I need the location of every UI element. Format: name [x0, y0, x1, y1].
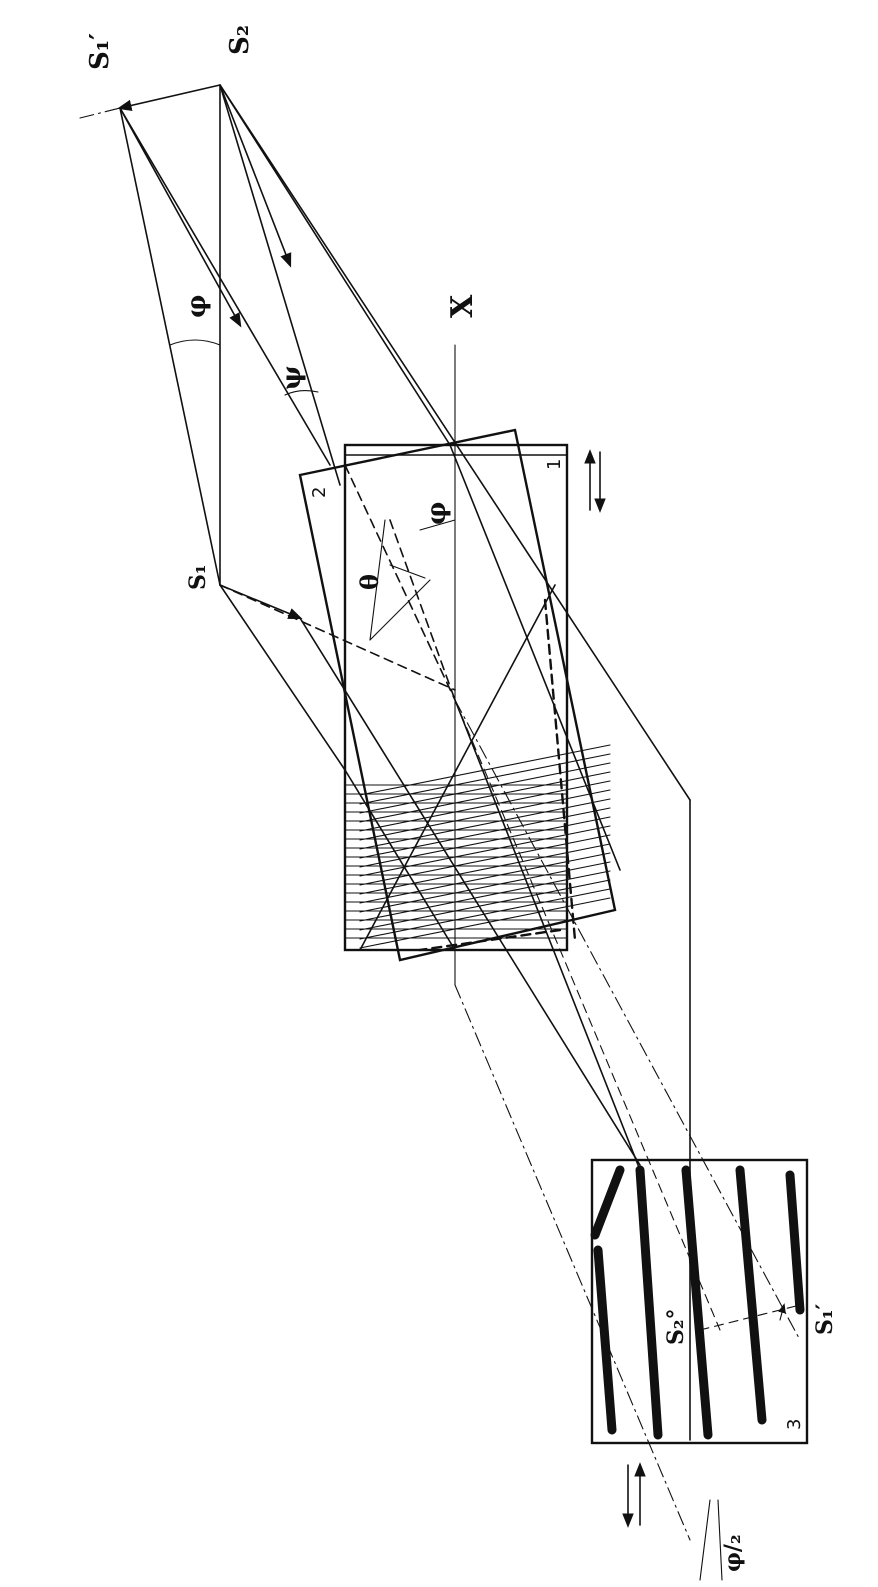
fringe-4: [785, 1170, 805, 1315]
label-s1: S₁: [185, 564, 211, 590]
ruling-grating-2: [359, 825, 611, 877]
label-s1-prime-top: S₁′: [85, 33, 115, 70]
ray-to-screen-b: [454, 699, 721, 1331]
grating-3: [590, 1158, 809, 1445]
ray-s1-a: [219, 584, 346, 771]
ruling-grating-2: [359, 834, 611, 886]
optical-axis: [454, 344, 801, 1541]
ruling-grating-2: [359, 879, 611, 931]
cross-ray-a: [344, 769, 456, 951]
ray-s1prime-arrow: [119, 107, 242, 328]
source-geometry: [79, 84, 691, 801]
label-s2-zero: S₂°: [663, 1308, 689, 1345]
ray-s1-dashed: [219, 584, 456, 691]
label-axis: X: [445, 294, 480, 318]
cross-ray-d: [359, 584, 556, 951]
ruling-grating-2: [359, 861, 611, 913]
arrow-s1-bottom: [778, 1303, 786, 1321]
ruling-grating-2: [359, 789, 611, 841]
label-phi-half: φ/₂: [720, 1534, 746, 1572]
motion-arrows: [584, 449, 723, 1581]
arc-psi: [284, 389, 319, 396]
fringe-1: [635, 1165, 663, 1440]
theta-line-b: [369, 579, 431, 641]
label-s2-top: S₂: [225, 25, 255, 55]
arc-s2-s1prime: [117, 84, 221, 112]
fringe-0: [590, 1165, 625, 1240]
axis-lower-a: [454, 984, 691, 1541]
ruling-grating-2: [359, 780, 611, 832]
fringe-3: [735, 1165, 767, 1425]
grating-2-dash-c: [543, 598, 577, 942]
ruling-grating-2: [359, 807, 611, 859]
grating-2-dash-b: [344, 464, 456, 701]
grating-2-dash-a: [389, 519, 456, 701]
labels: S₂ S₁′ S₁ φ ψ φ θ X 1 2 3 S₂° S₁′ φ/₂: [85, 25, 838, 1572]
ray-to-screen-a: [454, 699, 641, 1171]
grating-2-frame: [298, 428, 617, 962]
phi-mark-line: [419, 519, 456, 531]
ruling-grating-2: [359, 888, 611, 940]
grating-2-dash-d: [418, 928, 562, 952]
grating-2: [298, 428, 617, 962]
arc-phi-upper: [169, 339, 221, 346]
dash-s2-s1: [699, 1304, 801, 1331]
phi-half-line-a: [699, 1499, 711, 1581]
fringe-5: [593, 1245, 617, 1435]
ruling-grating-2: [359, 852, 611, 904]
ruling-grating-2: [359, 843, 611, 895]
label-s1-prime-bottom: S₁′: [812, 1303, 838, 1335]
ruling-grating-2: [359, 798, 611, 850]
label-phi-upper: φ: [182, 294, 212, 318]
ray-s2-b: [219, 84, 451, 446]
ruling-grating-2: [359, 771, 611, 823]
line-s1prime-ext: [79, 107, 121, 119]
ray-s2-arrow: [219, 84, 292, 268]
cross-ray-c: [449, 444, 621, 871]
theta-arc: [389, 564, 426, 579]
label-theta: θ: [355, 574, 384, 590]
line-s1prime-s1: [119, 107, 221, 586]
ray-s1prime-a: [119, 107, 331, 466]
label-grating-2: 2: [309, 487, 330, 498]
label-grating-3: 3: [784, 1419, 805, 1430]
fringe-2: [681, 1165, 713, 1440]
ray-s2-a: [219, 84, 341, 486]
ruling-grating-2: [359, 816, 611, 868]
ruling-grating-2: [359, 762, 611, 814]
grating-3-frame: [590, 1158, 809, 1445]
label-psi: ψ: [277, 366, 307, 390]
ruling-grating-2: [359, 897, 611, 949]
crossing-rays: [299, 444, 721, 1441]
ruling-grating-2: [359, 870, 611, 922]
moire-rulings: [344, 744, 611, 949]
label-phi-grating: φ: [422, 501, 452, 525]
label-grating-1: 1: [544, 459, 565, 470]
phi-half-line-b: [717, 1499, 723, 1581]
cross-ray-b: [299, 617, 641, 1166]
theta-line-a: [369, 519, 386, 641]
ruling-grating-2: [359, 753, 611, 805]
